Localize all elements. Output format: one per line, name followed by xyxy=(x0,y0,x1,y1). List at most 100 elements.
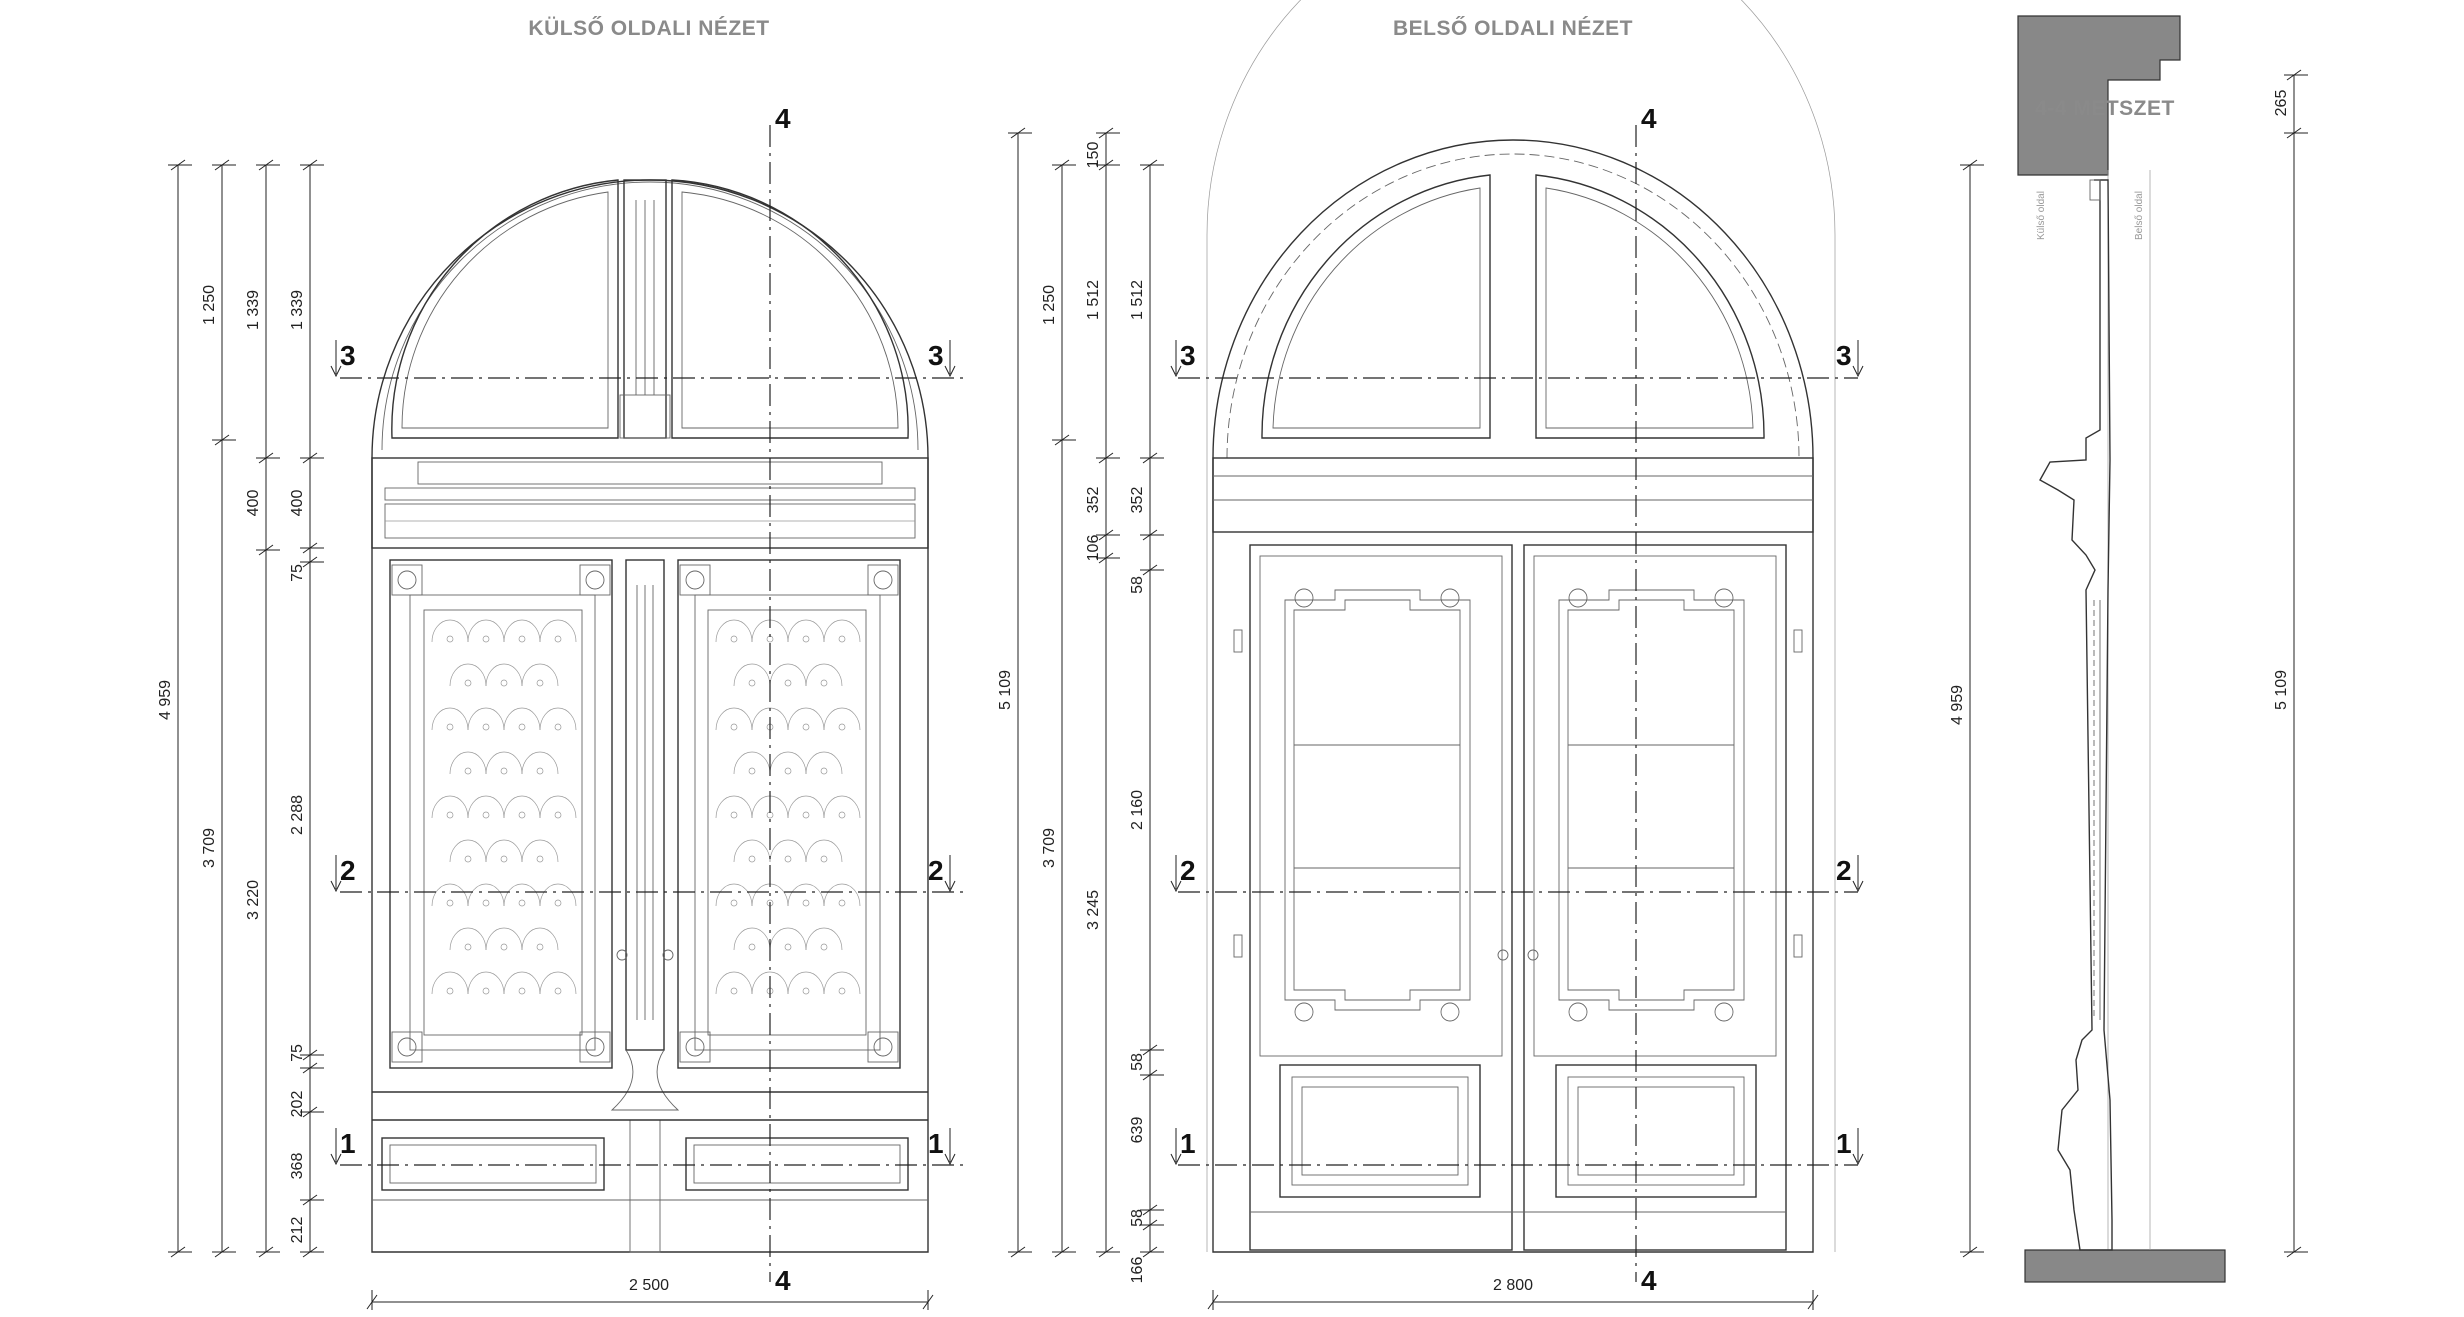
scale-arc xyxy=(733,663,771,687)
scale-arc xyxy=(467,883,505,907)
scale-bead xyxy=(482,635,490,643)
exterior-dimensions: 4 959 1 250 3 709 1 339 400 3 220 1 339 … xyxy=(157,285,669,1294)
scale-arc xyxy=(787,619,825,643)
scale-bead xyxy=(802,987,810,995)
ext-dim-c3-door: 3 220 xyxy=(245,880,262,920)
scale-bead xyxy=(748,679,756,687)
scale-bead xyxy=(784,855,792,863)
int-dim-c3-rail: 352 xyxy=(1085,487,1102,514)
scale-bead xyxy=(536,855,544,863)
section-mark-3-ext-left: 3 xyxy=(340,340,356,371)
scale-bead xyxy=(730,723,738,731)
scale-bead xyxy=(536,679,544,687)
int-dim-c4-arch: 1 512 xyxy=(1129,280,1146,320)
scale-bead xyxy=(748,943,756,951)
section-mark-4-int-bottom: 4 xyxy=(1641,1265,1657,1296)
scale-bead xyxy=(730,635,738,643)
scale-bead xyxy=(518,723,526,731)
scale-arc xyxy=(539,619,577,643)
scale-arc xyxy=(823,971,861,995)
scale-bead xyxy=(518,811,526,819)
scale-arc xyxy=(539,971,577,995)
scale-bead xyxy=(730,987,738,995)
scale-arc xyxy=(733,751,771,775)
interior-frame-outline xyxy=(1212,139,1814,1253)
section-4-4: Külső oldal Belső oldal 4-4 METSZET xyxy=(2017,15,2226,1283)
scale-bead xyxy=(446,723,454,731)
dimension-lines xyxy=(168,69,2308,1310)
scale-arc xyxy=(485,839,523,863)
interior-view-title: BELSŐ OLDALI NÉZET xyxy=(1393,17,1633,40)
section-mark-2-int-left: 2 xyxy=(1180,855,1196,886)
scale-arc xyxy=(805,663,843,687)
scale-arc xyxy=(823,883,861,907)
section-mark-2-ext-right: 2 xyxy=(928,855,944,886)
exterior-handle-left xyxy=(616,949,628,961)
scale-bead xyxy=(536,767,544,775)
int-dim-c4-rail: 352 xyxy=(1129,487,1146,514)
section-mark-1-int-left: 1 xyxy=(1180,1128,1196,1159)
scale-arc xyxy=(503,707,541,731)
scale-arc xyxy=(431,707,469,731)
section-mark-4-ext-bottom: 4 xyxy=(775,1265,791,1296)
scale-bead xyxy=(536,943,544,951)
scale-arc xyxy=(467,795,505,819)
scale-arc xyxy=(521,663,559,687)
exterior-handle-right xyxy=(662,949,674,961)
section-mark-1-int-right: 1 xyxy=(1836,1128,1852,1159)
scale-arc xyxy=(787,883,825,907)
scale-arc xyxy=(823,707,861,731)
sec-dim-top: 265 xyxy=(2273,90,2290,117)
scale-bead xyxy=(838,635,846,643)
scale-bead xyxy=(446,811,454,819)
ext-dim-c4-entab: 400 xyxy=(289,490,306,517)
exterior-bottom-panel-right xyxy=(685,1137,909,1191)
scale-bead xyxy=(838,811,846,819)
scale-bead xyxy=(554,635,562,643)
scale-arc xyxy=(805,927,843,951)
section-mark-3-ext-right: 3 xyxy=(928,340,944,371)
exterior-frame-outline xyxy=(371,179,929,1253)
section-wall-top xyxy=(2017,15,2181,176)
ext-dim-width: 2 500 xyxy=(629,1277,669,1294)
interior-wall-opening xyxy=(1206,0,1836,1252)
ext-dim-arch-height: 1 250 xyxy=(201,285,218,325)
ext-dim-c4-band: 202 xyxy=(289,1091,306,1118)
section-mark-3-int-left: 3 xyxy=(1180,340,1196,371)
scale-bead xyxy=(518,899,526,907)
interior-door-elevation xyxy=(1206,0,1836,1253)
scale-arc xyxy=(769,751,807,775)
exterior-door-elevation xyxy=(371,179,929,1253)
interior-handle-right xyxy=(1527,949,1539,961)
int-dim-c3-arch: 1 512 xyxy=(1085,280,1102,320)
exterior-door-leaf-left xyxy=(389,559,613,1069)
ext-dim-lower-height: 3 709 xyxy=(201,828,218,868)
scale-arc xyxy=(733,927,771,951)
int-dim-c4-top-stile: 58 xyxy=(1129,576,1146,594)
scale-bead xyxy=(482,811,490,819)
interior-hinges xyxy=(1233,629,1803,958)
scale-bead xyxy=(500,943,508,951)
ext-dim-c4-plinth: 212 xyxy=(289,1217,306,1244)
int-dim-c3-door: 3 245 xyxy=(1085,890,1102,930)
scale-arc xyxy=(503,883,541,907)
interior-door-leaf-right xyxy=(1523,544,1787,1251)
exterior-scale-pattern-left xyxy=(431,619,577,995)
scale-arc xyxy=(431,883,469,907)
sec-dim-left: 4 959 xyxy=(1949,685,1966,725)
ext-dim-total-height: 4 959 xyxy=(157,680,174,720)
int-dim-arch-height: 1 250 xyxy=(1041,285,1058,325)
scale-bead xyxy=(464,943,472,951)
sec-dim-right: 5 109 xyxy=(2273,670,2290,710)
scale-arc xyxy=(521,751,559,775)
section-profile xyxy=(2039,179,2113,1251)
scale-arc xyxy=(769,927,807,951)
scale-arc xyxy=(449,839,487,863)
scale-arc xyxy=(539,883,577,907)
scale-arc xyxy=(751,971,789,995)
section-mark-2-ext-left: 2 xyxy=(340,855,356,886)
int-dim-c4-mid-rail: 58 xyxy=(1129,1053,1146,1071)
scale-arc xyxy=(485,663,523,687)
scale-bead xyxy=(820,767,828,775)
